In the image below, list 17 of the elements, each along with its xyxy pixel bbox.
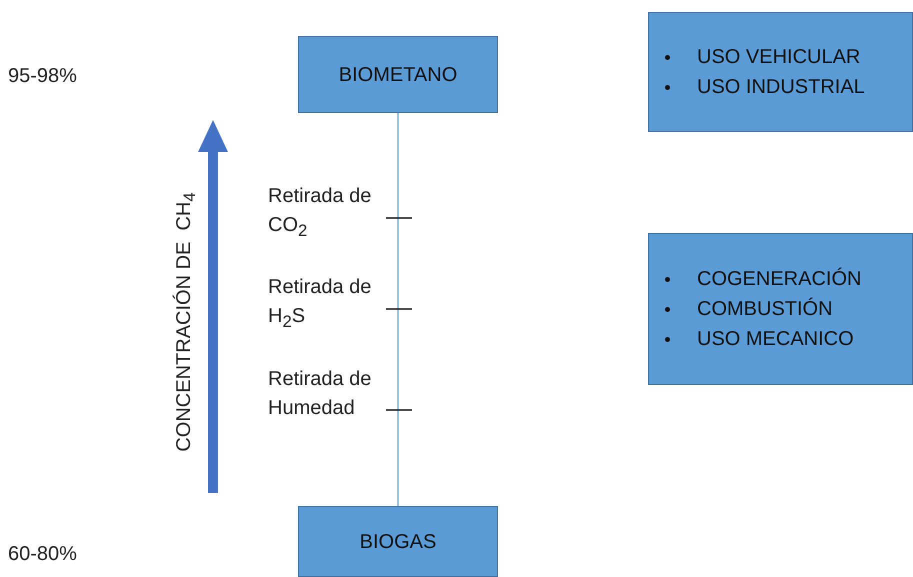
percentage-label: 60-80%	[8, 542, 77, 567]
list-item: COMBUSTIÓN	[649, 294, 912, 324]
box-label: BIOGAS	[360, 530, 436, 554]
list-item: USO MECANICO	[649, 324, 912, 354]
connector-line	[397, 113, 399, 506]
step-label: Retirada de CO$_{2}$	[268, 184, 372, 242]
list-item: USO INDUSTRIAL	[649, 72, 912, 102]
process-box	[298, 506, 498, 577]
box-label: BIOMETANO	[338, 62, 458, 88]
step-label: Retirada de H$_{2}$S	[268, 275, 372, 333]
step-label: Retirada de Humedad	[268, 367, 372, 421]
percentage-label: 95-98%	[8, 64, 77, 89]
process-box	[298, 36, 498, 113]
bullet-list-box	[648, 12, 913, 132]
bullet-list-box	[648, 233, 913, 385]
list-item: COGENERACIÓN	[649, 264, 912, 294]
list-item: USO VEHICULAR	[649, 42, 912, 72]
